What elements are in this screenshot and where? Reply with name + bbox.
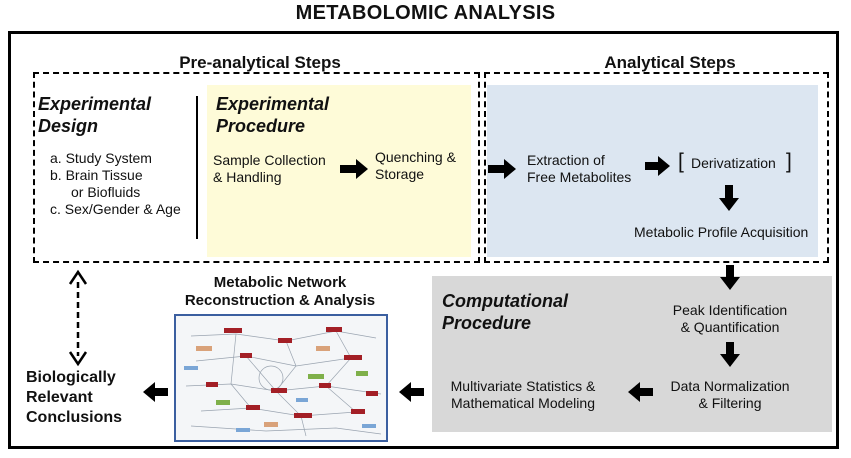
network-title-line1: Metabolic Network xyxy=(213,274,347,291)
computational-title: Computational Procedure xyxy=(442,290,568,334)
quenching-storage: Quenching & Storage xyxy=(375,149,456,183)
design-title-line1: Experimental xyxy=(38,94,152,114)
design-list: a. Study System b. Brain Tissue or Biofl… xyxy=(50,150,181,218)
extraction-line1: Extraction of xyxy=(527,152,605,168)
stats-line1: Multivariate Statistics & xyxy=(450,378,596,394)
arrow-storage-to-extraction xyxy=(488,159,516,179)
norm-line1: Data Normalization xyxy=(670,378,790,394)
procedure-title-line2: Procedure xyxy=(216,116,306,136)
computational-panel xyxy=(432,276,832,432)
peak-line1: Peak Identification xyxy=(672,302,788,318)
arrow-derivatization-to-profile xyxy=(719,185,739,211)
sample-collection-line2: & Handling xyxy=(213,169,282,185)
design-item-sex-age: c. Sex/Gender & Age xyxy=(50,201,181,217)
design-item-study-system: a. Study System xyxy=(50,150,152,166)
pre-analytical-heading: Pre-analytical Steps xyxy=(179,53,341,72)
network-graph-icon xyxy=(184,327,382,437)
metabolic-profile-acquisition: Metabolic Profile Acquisition xyxy=(634,224,809,240)
conclusions: Biologically Relevant Conclusions xyxy=(26,368,122,428)
conclusions-line1: Biologically xyxy=(26,369,116,386)
network-image xyxy=(174,314,388,442)
arrow-network-to-conclusions xyxy=(143,382,168,402)
design-divider xyxy=(196,96,198,239)
sample-collection: Sample Collection & Handling xyxy=(213,152,326,186)
arrow-collection-to-quenching xyxy=(340,159,368,179)
derivatization-open-bracket: [ xyxy=(678,150,684,173)
arrow-statistics-to-network xyxy=(399,382,424,402)
outer-frame xyxy=(8,31,839,449)
multivariate-statistics: Multivariate Statistics & Mathematical M… xyxy=(432,378,614,412)
extraction-line2: Free Metabolites xyxy=(527,169,632,185)
derivatization: Derivatization xyxy=(691,155,776,171)
computational-title-line1: Computational xyxy=(442,291,568,311)
sample-collection-line1: Sample Collection xyxy=(213,152,326,168)
network-title-line2: Reconstruction & Analysis xyxy=(184,292,376,309)
data-normalization: Data Normalization & Filtering xyxy=(640,378,820,412)
design-title: Experimental Design xyxy=(38,93,151,137)
analytical-box xyxy=(484,72,829,263)
arrow-peak-to-normalization xyxy=(720,342,740,367)
norm-line2: & Filtering xyxy=(698,395,762,411)
diagram-title: METABOLOMIC ANALYSIS xyxy=(295,2,556,24)
derivatization-close-bracket: ] xyxy=(786,150,792,173)
design-title-line2: Design xyxy=(38,116,99,136)
stats-line2: Mathematical Modeling xyxy=(451,395,595,411)
analytical-panel xyxy=(487,85,818,257)
quenching-line1: Quenching & xyxy=(375,149,456,165)
procedure-panel xyxy=(207,85,471,257)
design-item-brain-tissue: b. Brain Tissue xyxy=(50,167,143,183)
arrow-extraction-to-derivatization xyxy=(645,156,670,176)
computational-title-line2: Procedure xyxy=(442,313,532,333)
arrow-profile-to-peak xyxy=(720,265,740,290)
peak-line2: & Quantification xyxy=(680,319,780,335)
quenching-line2: Storage xyxy=(375,166,425,182)
extraction: Extraction of Free Metabolites xyxy=(527,152,631,186)
arrow-normalization-to-statistics xyxy=(628,382,653,402)
conclusions-line3: Conclusions xyxy=(26,409,123,426)
conclusions-line2: Relevant xyxy=(26,389,93,406)
design-item-biofluids: or Biofluids xyxy=(71,184,141,200)
peak-identification: Peak Identification & Quantification xyxy=(640,302,820,336)
analytical-heading: Analytical Steps xyxy=(604,53,736,72)
network-title: Metabolic Network Reconstruction & Analy… xyxy=(160,274,400,310)
procedure-title: Experimental Procedure xyxy=(216,93,329,137)
procedure-title-line1: Experimental xyxy=(216,94,330,114)
pre-analytical-box xyxy=(33,72,480,263)
